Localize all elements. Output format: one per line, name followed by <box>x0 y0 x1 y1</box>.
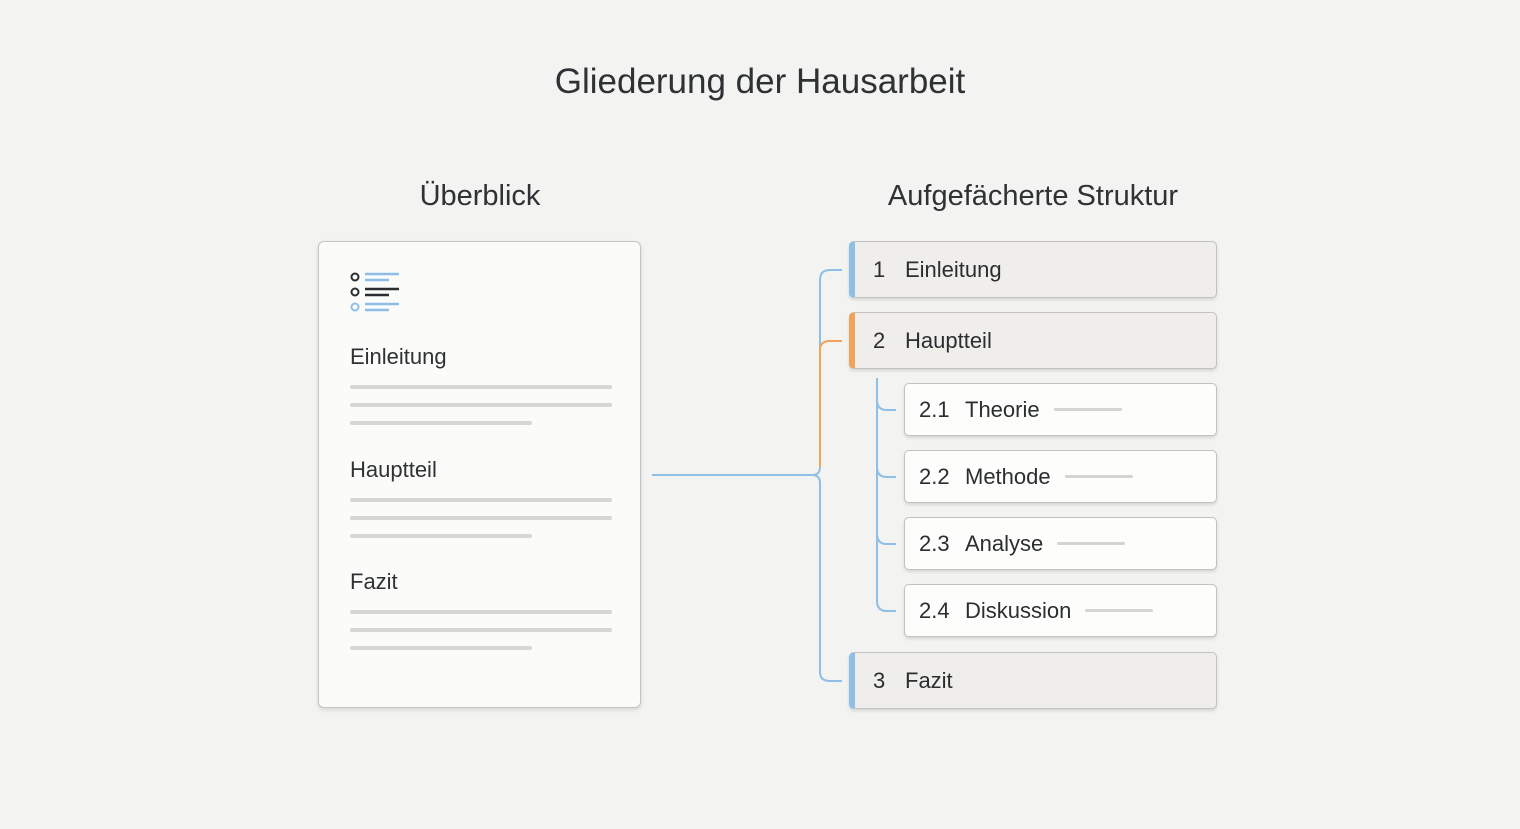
section-label: Fazit <box>905 667 953 693</box>
subsection-number: 2.4 <box>919 597 950 623</box>
section-number: 3 <box>873 667 886 693</box>
text-placeholder-line <box>1053 408 1122 411</box>
section-label: Hauptteil <box>905 327 992 353</box>
text-placeholder-line <box>350 610 612 614</box>
structure-subitem-analyse: 2.3 Analyse <box>904 517 1217 570</box>
text-placeholder-line <box>350 516 612 520</box>
section-label: Einleitung <box>905 256 1002 282</box>
text-placeholder-line <box>1064 475 1133 478</box>
text-placeholder-line <box>350 646 532 650</box>
structure-subitem-diskussion: 2.4 Diskussion <box>904 584 1217 637</box>
section-number: 2 <box>873 327 886 353</box>
subsection-label: Methode <box>965 463 1051 489</box>
overview-heading: Überblick <box>419 180 541 212</box>
list-outline-icon <box>350 272 399 312</box>
text-placeholder-line <box>350 498 612 502</box>
text-placeholder-line <box>1085 609 1154 612</box>
structure-item-einleitung: 1 Einleitung <box>849 241 1217 298</box>
text-placeholder-line <box>350 385 612 389</box>
subsection-label: Diskussion <box>965 597 1072 623</box>
text-placeholder-line <box>350 534 532 538</box>
overview-section-fazit: Fazit <box>350 569 398 594</box>
structure-item-hauptteil: 2 Hauptteil <box>849 312 1217 369</box>
subsection-label: Theorie <box>965 396 1040 422</box>
text-placeholder-line <box>1057 542 1126 545</box>
overview-document-card: Einleitung Hauptteil Fazit <box>318 241 641 708</box>
structure-subitem-theorie: 2.1 Theorie <box>904 383 1217 436</box>
overview-section-einleitung: Einleitung <box>350 344 447 369</box>
subsection-number: 2.2 <box>919 463 950 489</box>
structure-heading: Aufgefächerte Struktur <box>887 180 1179 212</box>
structure-item-fazit: 3 Fazit <box>849 652 1217 709</box>
page-title: Gliederung der Hausarbeit <box>554 62 966 101</box>
subsection-label: Analyse <box>965 530 1044 556</box>
subsection-number: 2.1 <box>919 396 950 422</box>
structure-subitem-methode: 2.2 Methode <box>904 450 1217 503</box>
text-placeholder-line <box>350 421 532 425</box>
subsection-number: 2.3 <box>919 530 950 556</box>
section-number: 1 <box>873 256 886 282</box>
text-placeholder-line <box>350 628 612 632</box>
overview-section-hauptteil: Hauptteil <box>350 457 437 482</box>
text-placeholder-line <box>350 403 612 407</box>
